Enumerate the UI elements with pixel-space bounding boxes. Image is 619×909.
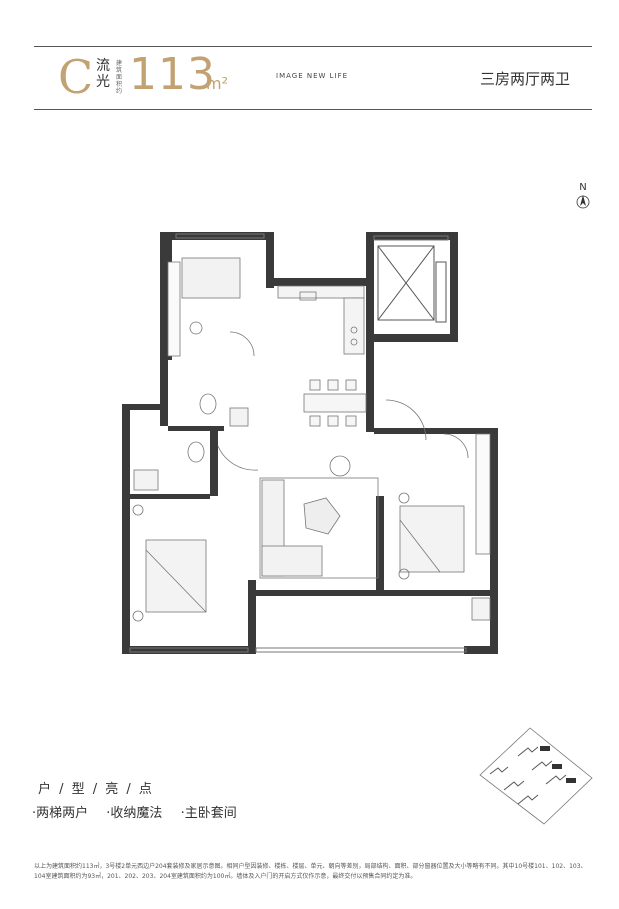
bedroom-right: [398, 433, 491, 580]
kitchen: [277, 285, 365, 355]
area-small-label: 建筑面积约: [116, 60, 123, 95]
north-compass: N: [576, 182, 590, 212]
living-room: [217, 445, 379, 579]
north-label: N: [579, 182, 587, 193]
area-unit: m²: [206, 74, 228, 93]
highlight-item: ·收纳魔法: [106, 806, 163, 821]
highlight-item: ·两梯两户: [32, 806, 89, 821]
disclaimer-note: 以上为建筑面积约113㎡，3号楼2单元西边户204套装修及家居示意图。相同户型因…: [34, 863, 587, 880]
unit-type-name: 流光: [96, 58, 110, 90]
bathrooms: [133, 393, 491, 621]
unit-header: C 流光 建筑面积约 113 m² IMAGE NEW LIFE 三房两厅两卫: [34, 48, 592, 110]
windows: [129, 233, 467, 653]
area-value: 113: [129, 49, 216, 100]
unit-type-letter: C: [58, 50, 94, 104]
elevator-core: [377, 245, 447, 323]
brand-tagline: IMAGE NEW LIFE: [276, 72, 349, 80]
bedroom-left: [132, 504, 207, 622]
dining-table: [303, 379, 367, 427]
site-keyplan-map: [479, 727, 593, 825]
top-rule: [34, 46, 592, 47]
walls: [122, 232, 498, 654]
layout-label: 三房两厅两卫: [479, 70, 570, 88]
compass-arrow-icon: [576, 195, 590, 209]
bedroom-top: [167, 257, 255, 357]
bottom-rule: [34, 109, 592, 110]
highlight-item: ·主卧套间: [180, 806, 237, 821]
highlights-title: 户 / 型 / 亮 / 点: [38, 782, 154, 797]
highlights-list: ·两梯两户 ·收纳魔法 ·主卧套间: [32, 802, 251, 821]
